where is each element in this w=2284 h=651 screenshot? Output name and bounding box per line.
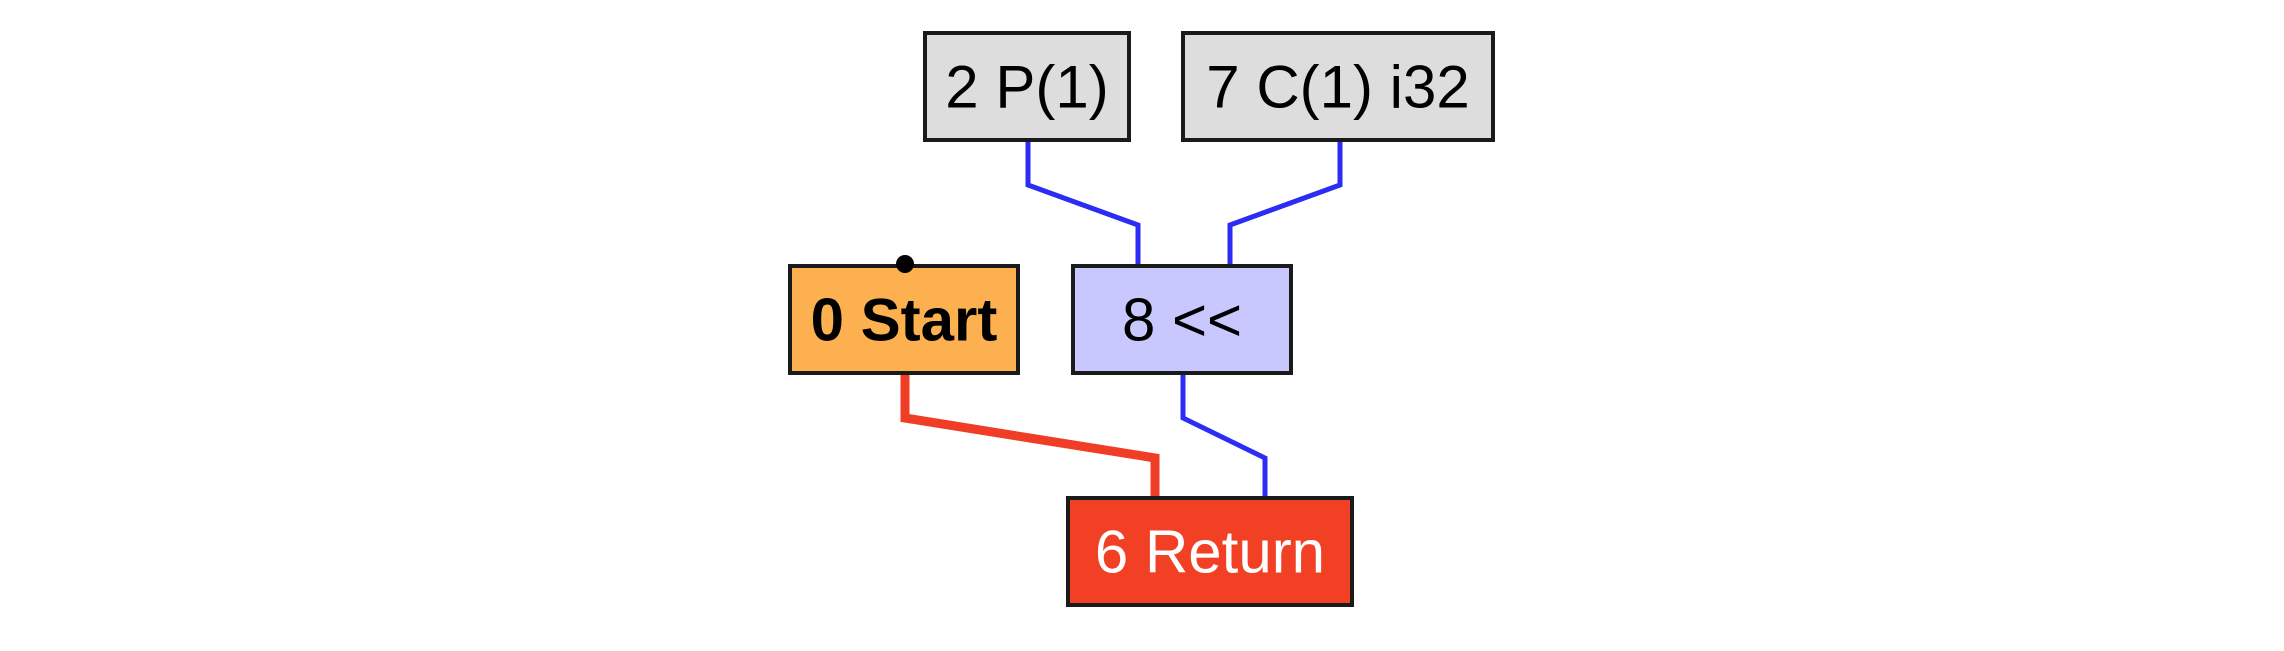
edges-layer [900,140,1343,498]
node-box-param [923,31,1131,142]
edge-shl-to-ret [1180,373,1268,498]
nodes-layer: 2 P(1) 7 C(1) i32 0 Start 8 << 6 Return [788,31,1495,607]
node-const[interactable]: 7 C(1) i32 [1181,31,1495,142]
node-shl[interactable]: 8 << [1071,264,1293,375]
node-label-start: 0 Start [811,287,998,354]
node-label-shl: 8 << [1122,287,1242,354]
node-box-ret [1066,496,1354,607]
node-param[interactable]: 2 P(1) [923,31,1131,142]
edge-start-to-ret [900,373,1160,498]
edge-const-to-shl [1227,140,1343,266]
node-label-ret: 6 Return [1095,519,1325,586]
edge-param-to-shl [1025,140,1141,266]
node-box-const [1181,31,1495,142]
node-box-shl [1071,264,1293,375]
node-label-const: 7 C(1) i32 [1206,54,1469,121]
start-anchor-dot [896,255,914,273]
node-start[interactable]: 0 Start [788,264,1020,375]
node-ret[interactable]: 6 Return [1066,496,1354,607]
node-label-param: 2 P(1) [945,54,1108,121]
